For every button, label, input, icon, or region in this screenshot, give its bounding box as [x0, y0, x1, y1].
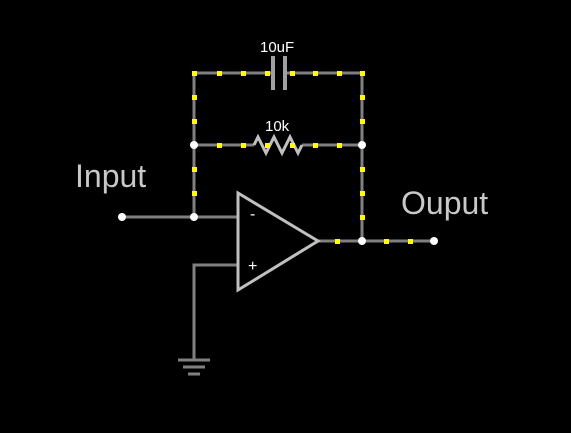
capacitor-label: 10uF — [260, 39, 294, 56]
resistor — [252, 133, 304, 157]
junction-node — [358, 237, 366, 245]
junction-node — [190, 141, 198, 149]
nodes — [118, 141, 438, 245]
input-label: Input — [75, 158, 146, 194]
inverting-input-label: - — [250, 206, 255, 223]
resistor-label: 10k — [265, 118, 290, 135]
op-amp: - + — [236, 190, 321, 293]
capacitor — [271, 56, 287, 90]
noninverting-input-label: + — [248, 258, 257, 275]
output-terminal[interactable] — [430, 237, 438, 245]
input-terminal[interactable] — [118, 213, 126, 221]
current-dots — [192, 71, 413, 244]
junction-node — [358, 141, 366, 149]
output-label: Ouput — [401, 185, 488, 221]
ground-icon — [178, 358, 210, 376]
ground-wire — [192, 263, 238, 360]
junction-node — [190, 213, 198, 221]
